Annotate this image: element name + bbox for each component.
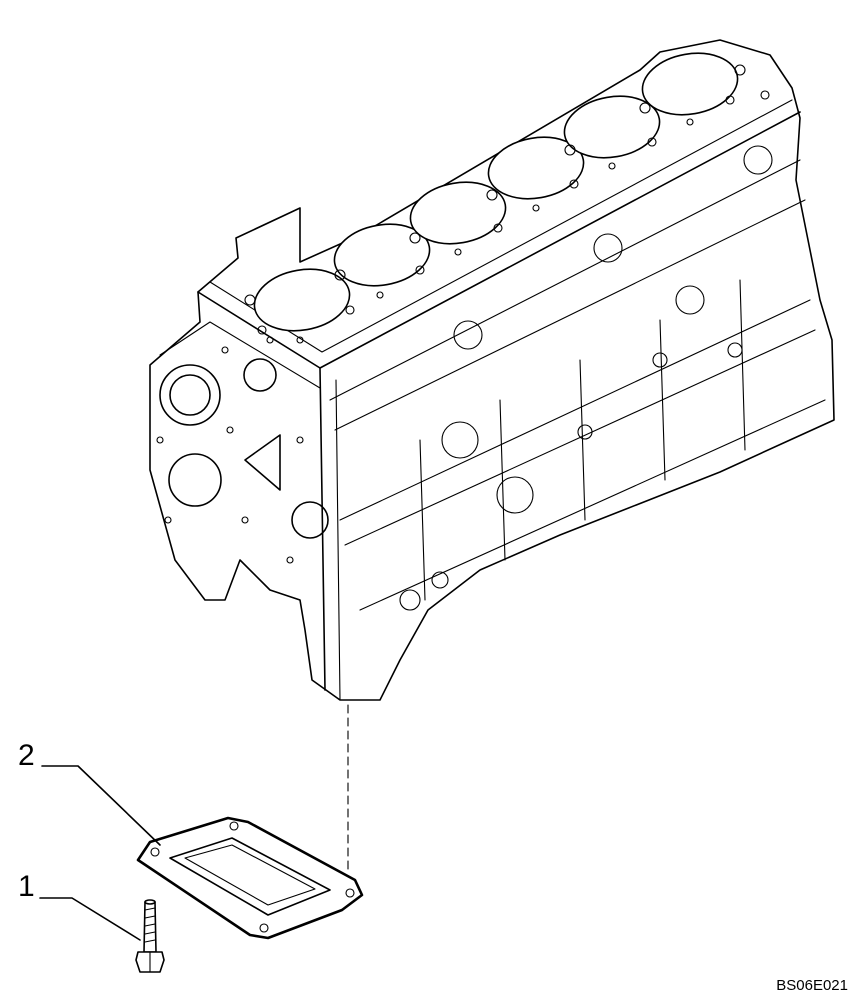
cover-plate <box>136 816 364 940</box>
front-face-features <box>159 358 329 539</box>
callout-2-leader <box>41 765 161 846</box>
callout-1: 1 <box>18 870 141 941</box>
side-bosses <box>399 145 773 611</box>
drawing-code: BS06E021 <box>776 977 848 994</box>
side-ribs <box>419 279 746 601</box>
deck-holes <box>244 64 770 344</box>
callout-2-label: 2 <box>18 739 35 772</box>
callout-1-leader <box>39 897 141 941</box>
callout-2: 2 <box>18 739 161 846</box>
callout-1-label: 1 <box>18 870 35 903</box>
bolt <box>135 899 165 973</box>
front-face-holes <box>156 336 304 564</box>
cylinder-bores <box>253 52 739 332</box>
engine-block <box>149 39 835 701</box>
